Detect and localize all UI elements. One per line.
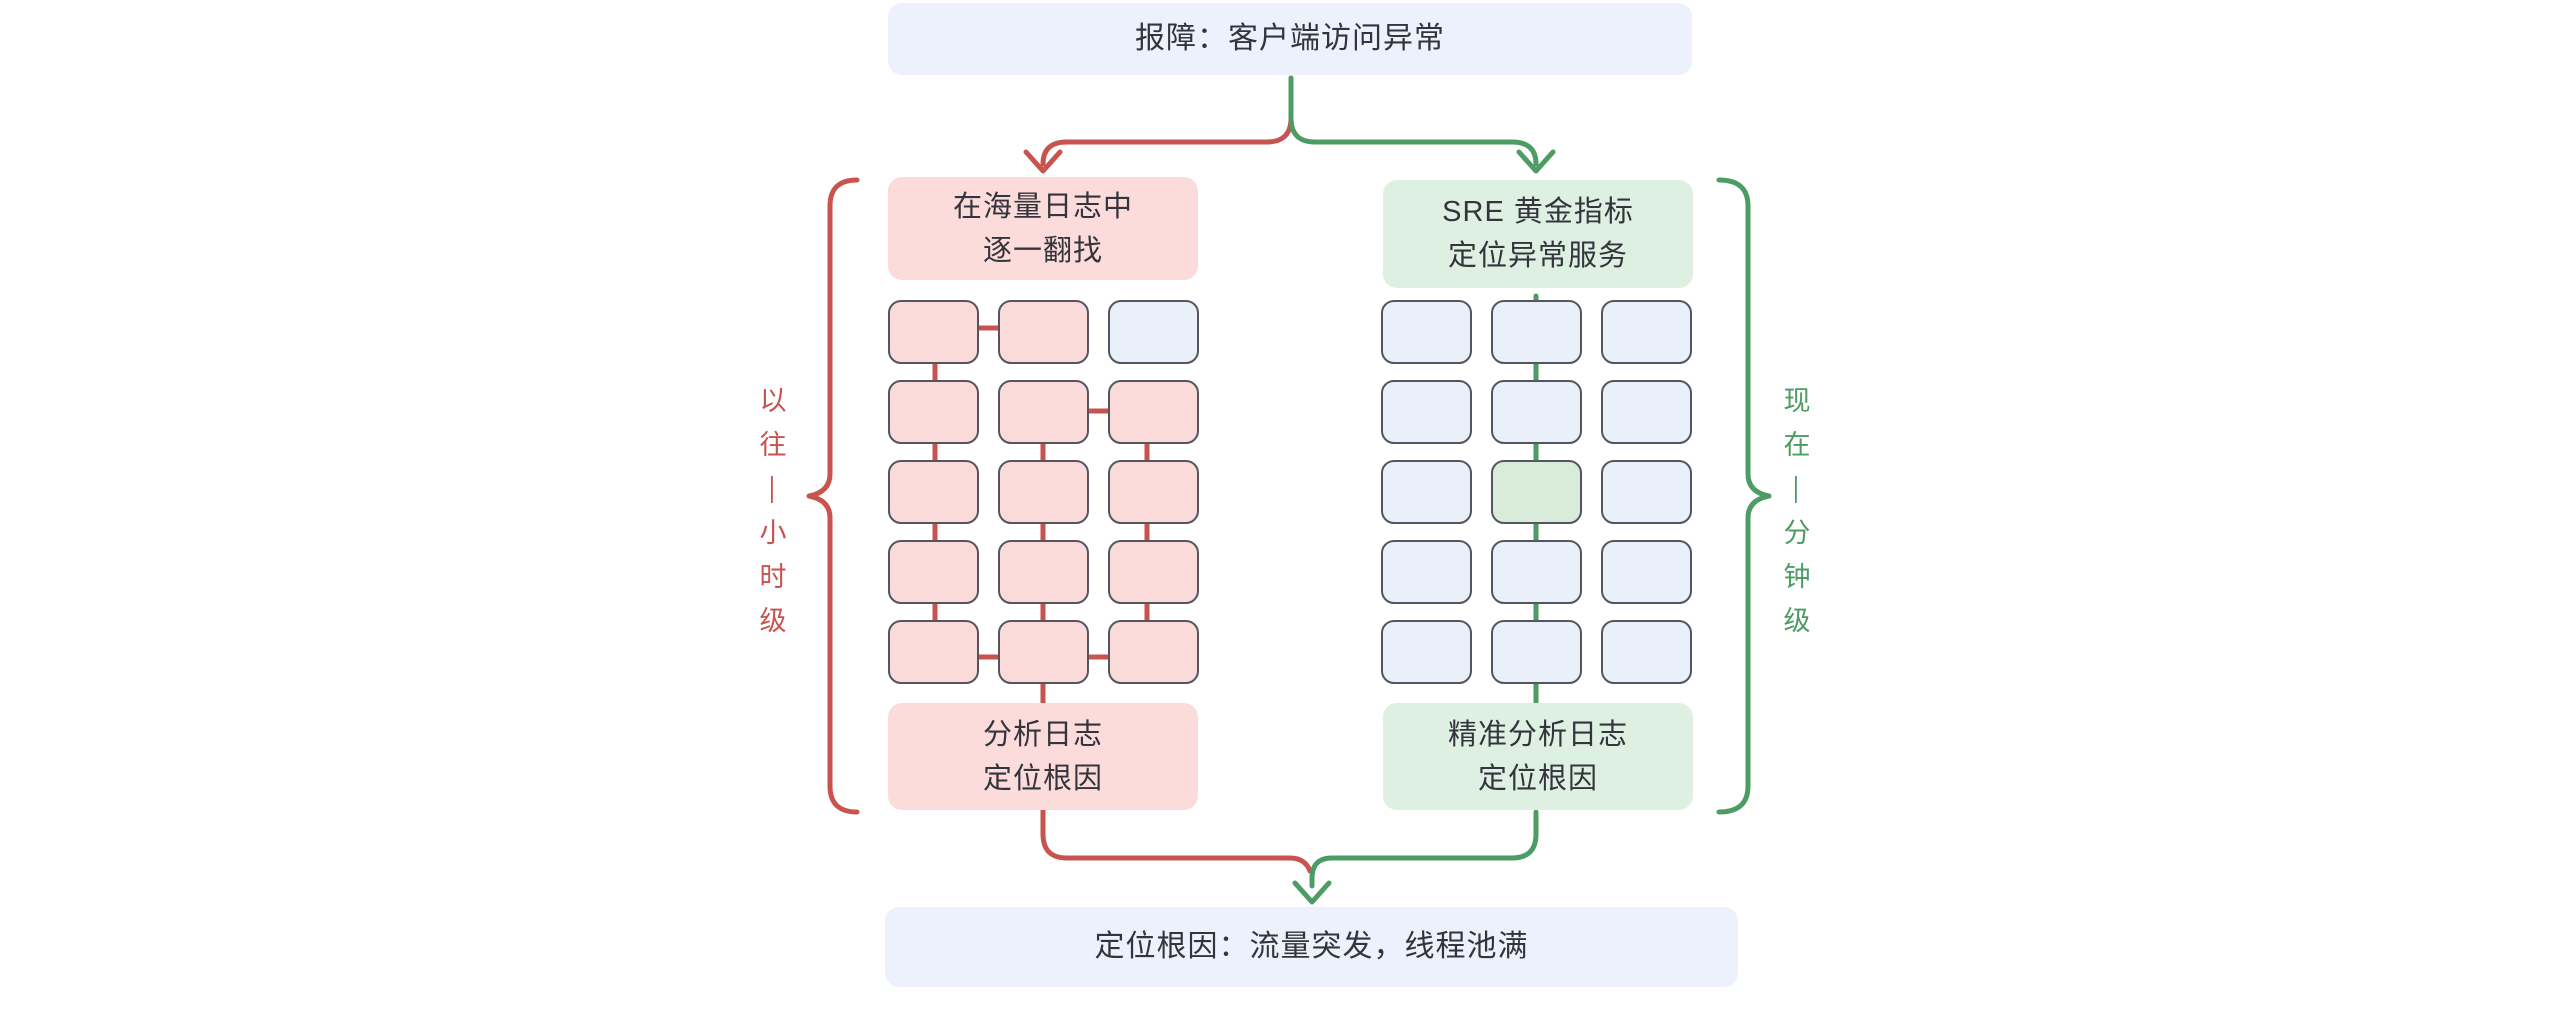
log-grid-old bbox=[888, 300, 1199, 684]
old-method-step1-box: 在海量日志中 逐一翻找 bbox=[888, 177, 1198, 280]
log-cell bbox=[1108, 540, 1199, 604]
log-grid-sre bbox=[1381, 300, 1692, 684]
log-cell bbox=[1491, 380, 1582, 444]
log-cell bbox=[1491, 540, 1582, 604]
log-cell bbox=[1601, 300, 1692, 364]
red-merge-line bbox=[1040, 807, 1313, 874]
brace-label-char: 在 bbox=[1783, 430, 1811, 460]
brace-label-char: 钟 bbox=[1783, 562, 1811, 592]
log-cell bbox=[1491, 620, 1582, 684]
log-cell bbox=[1381, 620, 1472, 684]
right-brace-icon bbox=[1716, 177, 1772, 815]
sre-method-step1-box: SRE 黄金指标 定位异常服务 bbox=[1383, 180, 1693, 288]
green-branch-line bbox=[1288, 115, 1539, 167]
sre-method-result-line1: 精准分析日志 bbox=[1447, 718, 1628, 751]
log-cell bbox=[1601, 620, 1692, 684]
sre-method-result-box: 精准分析日志 定位根因 bbox=[1383, 703, 1693, 810]
log-cell bbox=[1381, 300, 1472, 364]
log-cell bbox=[1108, 460, 1199, 524]
sre-method-step1-line2: 定位异常服务 bbox=[1447, 240, 1628, 272]
sre-method-result-line2: 定位根因 bbox=[1477, 762, 1598, 795]
root-cause-box: 定位根因：流量突发，线程池满 bbox=[885, 907, 1738, 987]
log-cell bbox=[1108, 380, 1199, 444]
log-cell bbox=[888, 540, 979, 604]
log-cell bbox=[1601, 380, 1692, 444]
brace-label-char: 级 bbox=[1783, 606, 1811, 636]
log-cell bbox=[888, 300, 979, 364]
brace-label-char: 以 bbox=[759, 386, 787, 416]
green-branch-arrowhead-icon bbox=[1516, 149, 1556, 174]
old-method-result-line2: 定位根因 bbox=[982, 762, 1103, 795]
brace-label-char: — bbox=[1782, 476, 1813, 503]
log-cell bbox=[1381, 380, 1472, 444]
brace-label-char: 时 bbox=[759, 562, 787, 592]
log-cell bbox=[1381, 460, 1472, 524]
log-cell bbox=[888, 460, 979, 524]
brace-label-char: 现 bbox=[1783, 386, 1811, 416]
log-cell bbox=[888, 620, 979, 684]
brace-label-char: 级 bbox=[759, 606, 787, 636]
log-cell bbox=[1601, 460, 1692, 524]
log-cell bbox=[1381, 540, 1472, 604]
left-brace-icon bbox=[806, 177, 860, 815]
log-cell bbox=[998, 540, 1089, 604]
log-cell bbox=[998, 460, 1089, 524]
brace-label-char: 小 bbox=[759, 518, 787, 548]
fault-report-label: 报障：客户端访问异常 bbox=[1135, 22, 1445, 55]
log-cell bbox=[998, 380, 1089, 444]
log-cell bbox=[1491, 300, 1582, 364]
log-cell bbox=[998, 300, 1089, 364]
old-method-brace-label: 以往 — 小时级 bbox=[757, 388, 789, 635]
sre-method-step1-line1: SRE 黄金指标 bbox=[1442, 196, 1634, 228]
old-method-result-box: 分析日志 定位根因 bbox=[888, 703, 1198, 810]
old-method-result-line1: 分析日志 bbox=[982, 718, 1103, 751]
brace-label-char: 分 bbox=[1783, 518, 1811, 548]
log-cell bbox=[888, 380, 979, 444]
log-cell bbox=[998, 620, 1089, 684]
log-cell bbox=[1108, 300, 1199, 364]
brace-label-char: 往 bbox=[759, 430, 787, 460]
red-branch-arrowhead-icon bbox=[1023, 149, 1063, 174]
fault-report-box: 报障：客户端访问异常 bbox=[888, 3, 1692, 75]
log-cell bbox=[1601, 540, 1692, 604]
red-branch-line bbox=[1040, 115, 1294, 167]
sre-method-brace-label: 现在 — 分钟级 bbox=[1781, 388, 1813, 635]
log-cell bbox=[1108, 620, 1199, 684]
final-arrowhead-icon bbox=[1292, 880, 1332, 905]
brace-label-char: — bbox=[758, 476, 789, 503]
log-cell bbox=[1491, 460, 1582, 524]
old-method-step1-line1: 在海量日志中 bbox=[952, 190, 1133, 223]
root-cause-label: 定位根因：流量突发，线程池满 bbox=[1094, 930, 1529, 963]
old-method-step1-line2: 逐一翻找 bbox=[982, 234, 1103, 267]
green-merge-line bbox=[1309, 809, 1539, 889]
